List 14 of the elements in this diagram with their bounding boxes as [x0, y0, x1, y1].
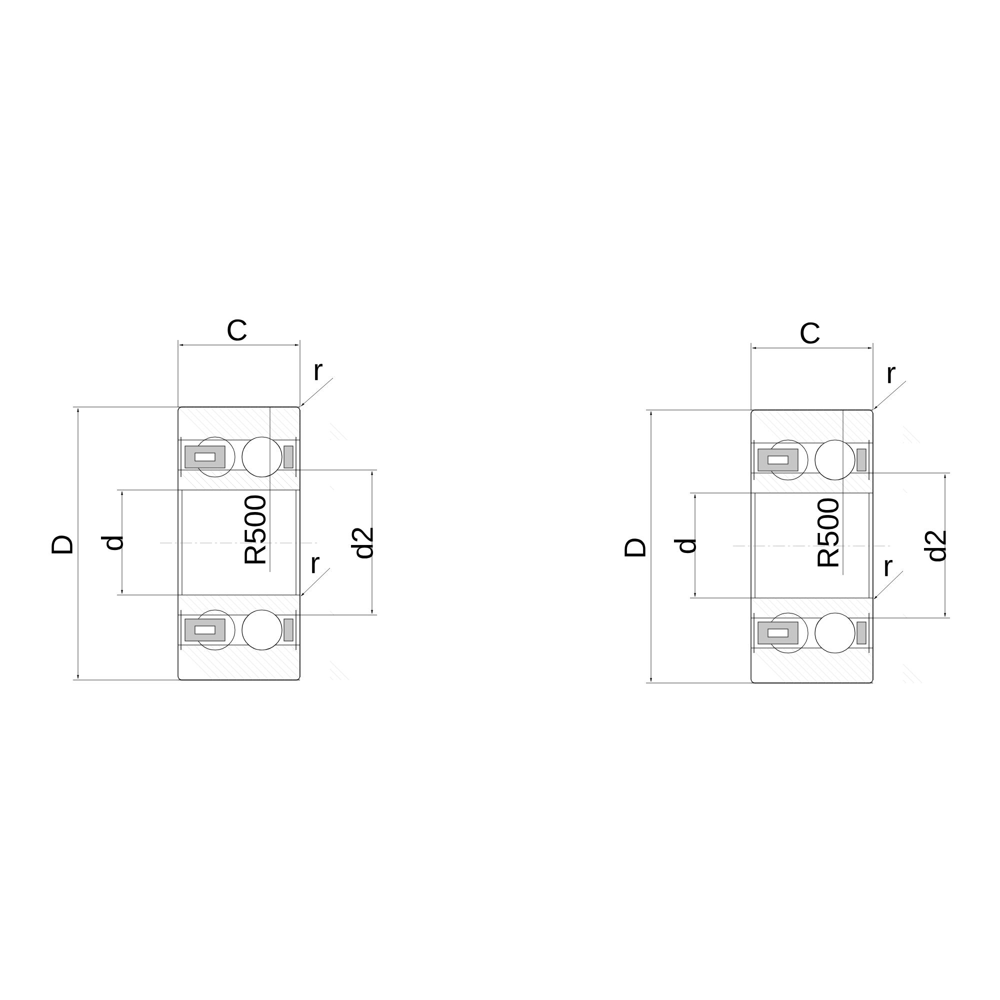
dimension-label: r [315, 364, 322, 380]
dimension-label: C [800, 322, 820, 344]
dimension-label: D [52, 536, 72, 554]
dimension-label: d [674, 540, 696, 554]
dimension-label: R500 [244, 495, 266, 564]
dimension-label: r [885, 560, 892, 576]
dimension-label: C [228, 319, 247, 341]
dimension-label: R500 [817, 498, 839, 566]
dimension-label: r [888, 366, 896, 384]
dimension-label: d2 [924, 530, 946, 562]
dimension-label: D [624, 538, 646, 556]
dimension-label: d [100, 536, 124, 550]
dimension-label: r [312, 556, 320, 574]
dimension-label: d2 [351, 528, 374, 558]
